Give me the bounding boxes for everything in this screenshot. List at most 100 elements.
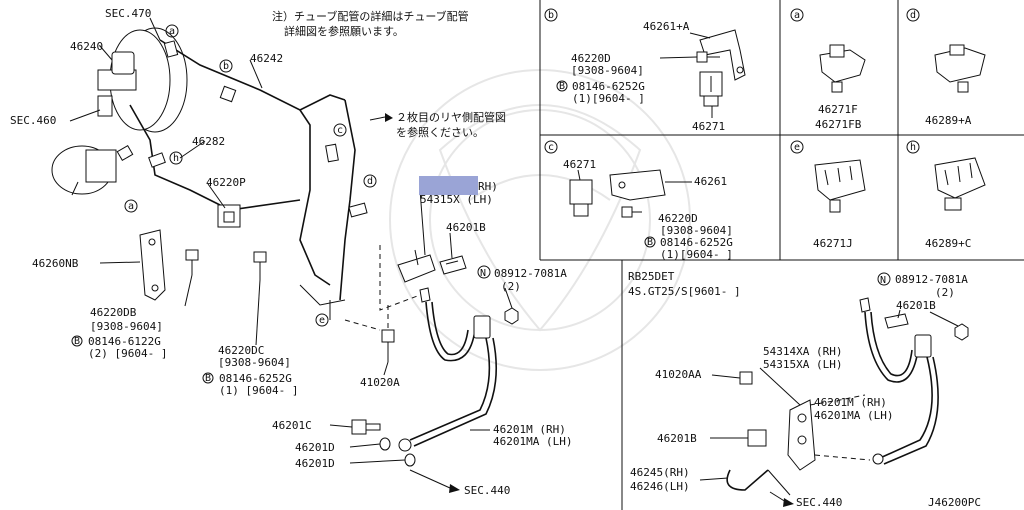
detail-b-label-date: [9308-9604] [571,64,644,77]
rb25-bracket [739,371,816,471]
note-rear-line2: を参照ください。 [396,125,484,139]
label-46282: 46282 [192,135,225,148]
detail-b-label-46271: 46271 [692,120,725,133]
detail-b-label-46261a: 46261+A [643,20,690,33]
detail-d-callout: d [906,8,920,22]
note-tube-detail-line2: 詳細図を参照願います。 [284,24,404,38]
rb25-engine: RB25DET [628,270,675,283]
detail-b-callout: b [544,8,558,22]
svg-text:a: a [794,10,800,21]
svg-text:e: e [794,142,800,153]
callout-b-circle: B [71,335,83,347]
detail-e-clip [814,159,866,213]
svg-text:B: B [647,237,653,248]
svg-text:e: e [319,315,325,326]
detail-a-clip [819,44,866,93]
label-46220dc-alt: 08146-6252G [219,372,292,385]
rb25-41020aa: 41020AA [655,368,702,381]
label-46220db: 46220DB [90,306,137,319]
label-46201d-2: 46201D [295,457,335,470]
label-46201m: 46201M (RH) [493,423,566,436]
svg-text:N: N [480,268,486,279]
rb25-nut-qty: (2) [935,286,955,299]
detail-b-bracket-46261a [699,29,746,81]
label-nut-08912: 08912-7081A [494,267,567,280]
rb25-46201b-2: 46201B [657,432,697,445]
detail-a-label-1: 46271F [818,103,858,116]
svg-text:N: N [880,275,886,286]
rb25-46201b: 46201B [896,299,936,312]
label-46201ma: 46201MA (LH) [493,435,572,448]
detail-c-label-date: [9308-9604] [660,224,733,237]
detail-c-bracket-46261 [609,169,666,201]
highlight-box [419,176,478,195]
junction-46220p [217,204,241,228]
svg-text:a: a [128,201,134,212]
callout-d: d [363,174,377,188]
rb25-nut: 08912-7081A [895,273,968,286]
rb25-cable-46245 [726,469,791,496]
banjo-bolt-46201c [351,419,381,435]
label-46220db-alt-qty: (2) [9604- ] [88,347,167,360]
label-46240: 46240 [70,40,103,53]
callout-n-circle: N [477,265,491,279]
callout-b-circle-2: B [202,372,214,384]
svg-text:B: B [74,336,80,347]
svg-text:h: h [173,153,179,164]
svg-text:h: h [910,142,916,153]
label-46201d-1: 46201D [295,441,335,454]
rb25-sec440: SEC.440 [796,496,842,509]
detail-c-alt-circle: B [644,236,656,248]
label-41020a: 41020A [360,376,400,389]
detail-a-label-2: 46271FB [815,118,862,131]
note-rear-line1: ２枚目のリヤ側配管図 [396,110,506,124]
detail-c-label-46220d: 46220D [658,212,698,225]
rb25-leaders [699,309,959,507]
diagram-id: J46200PC [928,496,981,509]
bolt-46220dc [253,251,267,280]
exploded-dash-lines [344,245,421,331]
svg-text:a: a [169,26,175,37]
detail-c-label-alt-qty: (1)[9604- ] [660,248,733,261]
rb25-46201m: 46201M (RH) [814,396,887,409]
svg-text:c: c [337,125,343,136]
rb25-n-circle: N [877,272,891,286]
label-46260nb: 46260NB [32,257,79,270]
detail-e-callout: e [790,140,804,154]
label-sec470: SEC.470 [105,7,151,20]
label-46201c: 46201C [272,419,312,432]
bolt-46220db [185,249,199,275]
booster-master-cylinder [51,27,188,196]
detail-h-clip [934,157,986,211]
detail-b-label-46220d: 46220D [571,52,611,65]
callout-h: h [169,151,183,165]
svg-text:B: B [205,373,211,384]
label-46201b: 46201B [446,221,486,234]
rb25-hose-assembly [859,297,969,465]
svg-text:B: B [559,81,565,92]
svg-text:b: b [548,10,554,21]
detail-c-bolt [621,206,642,218]
detail-c-label-46261: 46261 [694,175,727,188]
label-46220p: 46220P [206,176,246,189]
detail-b-connector-46271 [699,71,723,107]
callout-a: a [165,24,179,38]
bracket-46260nb [139,229,166,301]
detail-d-clip [934,44,986,93]
label-46220dc-date: [9308-9604] [218,356,291,369]
brake-tubes [129,39,356,320]
detail-d-label: 46289+A [925,114,972,127]
svg-text:d: d [367,176,373,187]
bolt-41020a [381,329,395,362]
callout-e: e [315,313,329,327]
callout-c: c [333,123,347,137]
rb25-46246: 46246(LH) [630,480,690,493]
callout-a-2: a [124,199,138,213]
leader-lines [69,17,513,493]
label-46220dc: 46220DC [218,344,264,357]
svg-text:d: d [910,10,916,21]
rb25-46245: 46245(RH) [630,466,690,479]
tube-tags [116,40,368,218]
rb25-54314xa: 54314XA (RH) [763,345,842,358]
